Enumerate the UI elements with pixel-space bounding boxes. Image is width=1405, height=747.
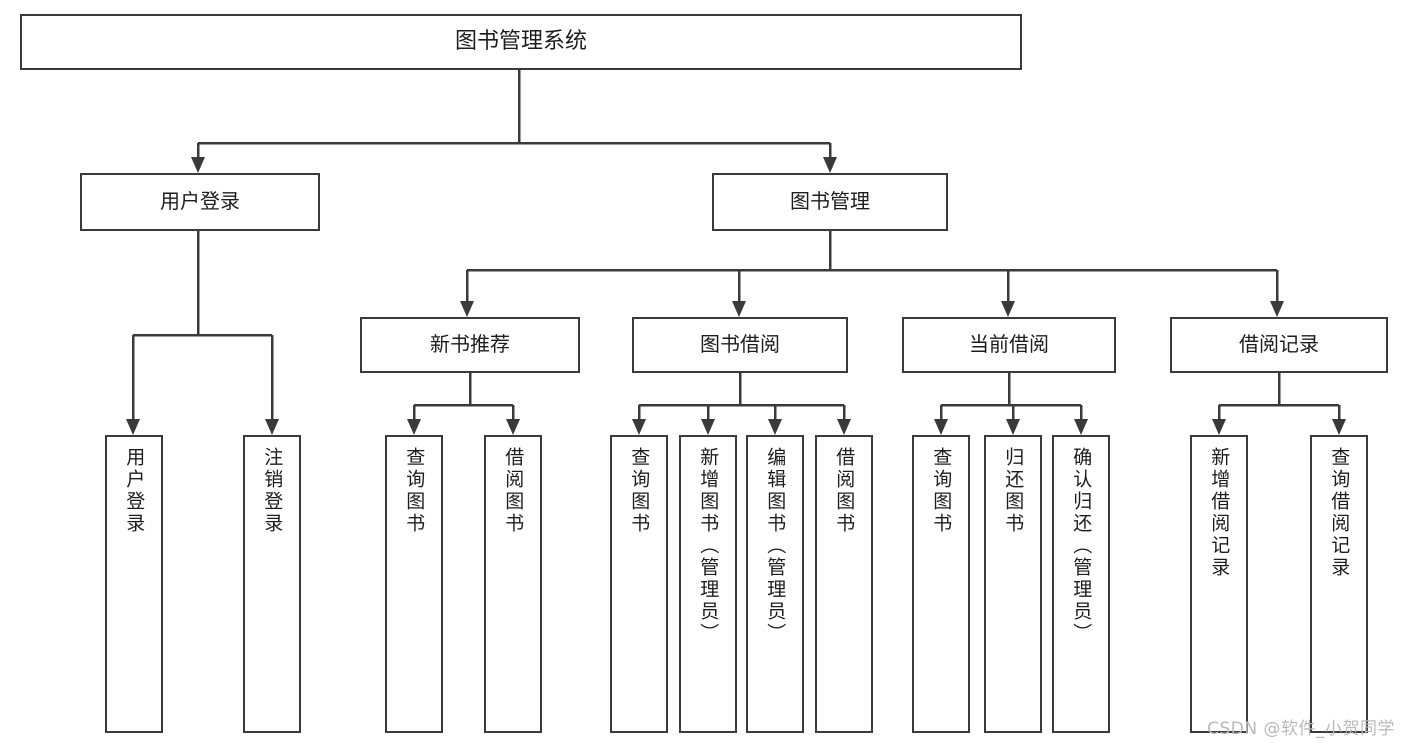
node-leaf-logout[interactable]: 注销登录 [243,435,301,733]
node-leaf-query-record[interactable]: 查询借阅记录 [1310,435,1368,733]
node-leaf-query-book-3[interactable]: 查询图书 [912,435,970,733]
node-book-borrow-label: 图书借阅 [700,332,780,357]
node-new-book-recommend[interactable]: 新书推荐 [360,317,580,373]
node-leaf-borrow-book-2-label: 借阅图书 [833,447,856,535]
csdn-watermark: CSDN @软件_小贺同学 [1207,719,1395,739]
node-leaf-user-login-label: 用户登录 [123,447,146,535]
node-borrow-record-label: 借阅记录 [1239,332,1319,357]
node-current-borrow-label: 当前借阅 [969,332,1049,357]
node-new-book-recommend-label: 新书推荐 [430,332,510,357]
node-current-borrow[interactable]: 当前借阅 [902,317,1116,373]
node-leaf-return-book-label: 归还图书 [1002,447,1025,535]
node-leaf-add-record[interactable]: 新增借阅记录 [1190,435,1248,733]
node-leaf-logout-label: 注销登录 [261,447,284,535]
node-leaf-return-book[interactable]: 归还图书 [984,435,1042,733]
node-root-label: 图书管理系统 [454,29,587,55]
node-leaf-add-record-label: 新增借阅记录 [1208,447,1231,579]
node-book-manage-label: 图书管理 [790,189,870,214]
node-leaf-edit-book-admin-label: 编辑图书（管理员） [764,447,787,645]
node-user-login-label: 用户登录 [160,189,240,214]
node-leaf-add-book-admin-label: 新增图书（管理员） [697,447,720,645]
node-leaf-query-book-2[interactable]: 查询图书 [610,435,668,733]
node-root[interactable]: 图书管理系统 [20,14,1022,70]
node-leaf-confirm-return-admin[interactable]: 确认归还（管理员） [1052,435,1110,733]
node-leaf-query-book-1[interactable]: 查询图书 [385,435,443,733]
node-leaf-add-book-admin[interactable]: 新增图书（管理员） [679,435,737,733]
node-leaf-query-book-3-label: 查询图书 [930,447,953,535]
node-leaf-user-login[interactable]: 用户登录 [105,435,163,733]
node-book-borrow[interactable]: 图书借阅 [632,317,848,373]
node-leaf-edit-book-admin[interactable]: 编辑图书（管理员） [746,435,804,733]
node-book-manage[interactable]: 图书管理 [712,173,948,231]
node-leaf-borrow-book-1-label: 借阅图书 [502,447,525,535]
node-leaf-query-book-2-label: 查询图书 [628,447,651,535]
node-leaf-borrow-book-1[interactable]: 借阅图书 [484,435,542,733]
node-borrow-record[interactable]: 借阅记录 [1170,317,1388,373]
node-user-login[interactable]: 用户登录 [80,173,320,231]
node-leaf-borrow-book-2[interactable]: 借阅图书 [815,435,873,733]
node-leaf-query-book-1-label: 查询图书 [403,447,426,535]
node-leaf-query-record-label: 查询借阅记录 [1328,447,1351,579]
node-leaf-confirm-return-admin-label: 确认归还（管理员） [1070,447,1093,645]
